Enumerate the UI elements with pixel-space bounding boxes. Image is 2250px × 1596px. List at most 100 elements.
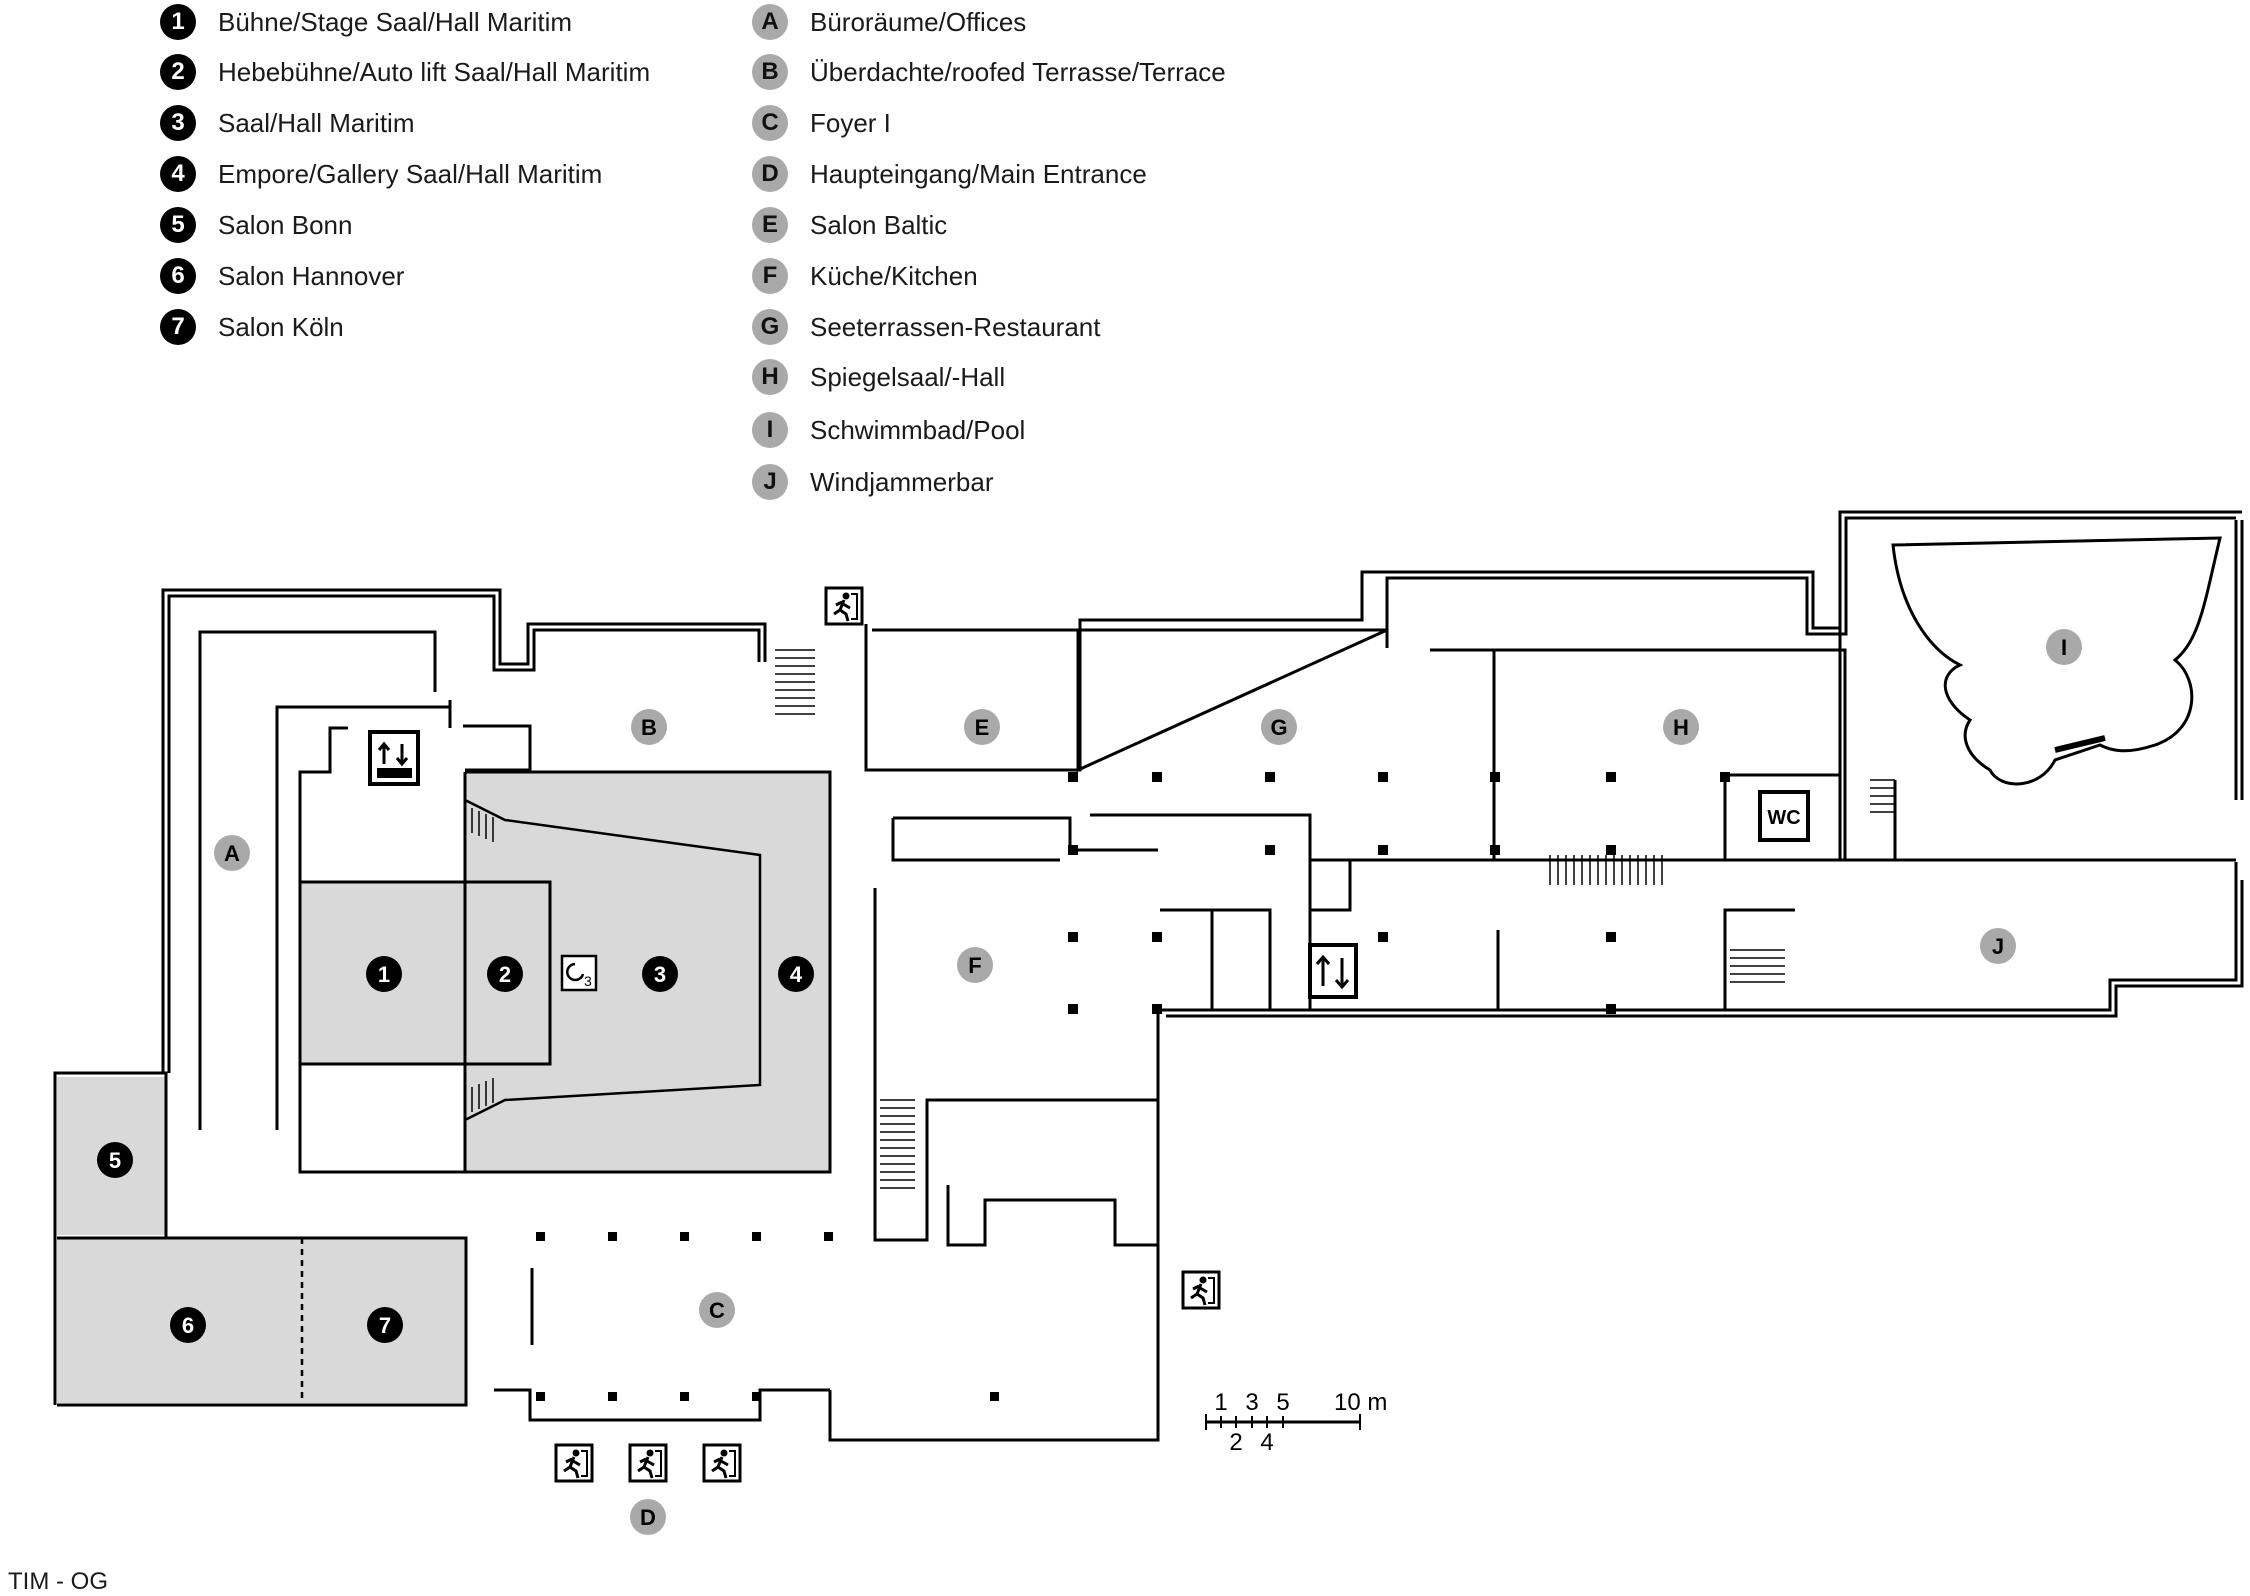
- legend-badge-g: G: [752, 309, 788, 345]
- kitchen-outline: [873, 888, 1158, 1242]
- marker-3-text: 3: [654, 962, 666, 987]
- restaurant-bottom: [1090, 813, 1312, 1010]
- legend-item-i: I Schwimmbad/Pool: [752, 410, 1025, 450]
- marker-e: E: [964, 709, 1000, 745]
- cloak-room: [1158, 908, 1272, 1012]
- scale-label-10m: 10 m: [1334, 1389, 1387, 1416]
- column: [1490, 772, 1500, 782]
- marker-b-text: B: [641, 715, 657, 740]
- column: [752, 1392, 761, 1401]
- marker-g: G: [1261, 709, 1297, 745]
- marker-e-text: E: [975, 715, 990, 740]
- legend-label-f: Küche/Kitchen: [810, 260, 978, 291]
- wc-icon: WC: [1758, 790, 1810, 842]
- walls: [53, 510, 2244, 1442]
- scale-label-1: 1: [1214, 1389, 1227, 1416]
- stage-bottom-wall: [298, 1085, 465, 1174]
- column: [1068, 845, 1078, 855]
- legend-item-3: 3 Saal/Hall Maritim: [160, 103, 415, 143]
- bar-outline: [1160, 862, 2238, 1012]
- legend-label-4: Empore/Gallery Saal/Hall Maritim: [218, 158, 603, 189]
- marker-h-text: H: [1673, 715, 1689, 740]
- elevator-icon: [368, 730, 420, 786]
- legend-item-g: G Seeterrassen-Restaurant: [752, 307, 1100, 347]
- column: [1068, 1004, 1078, 1014]
- column: [1606, 932, 1616, 942]
- column: [752, 1232, 761, 1241]
- legend-badge-j: J: [752, 464, 788, 500]
- legend-item-b: B Überdachte/roofed Terrasse/Terrace: [752, 52, 1226, 92]
- legend-item-6: 6 Salon Hannover: [160, 256, 404, 296]
- legend-item-5: 5 Salon Bonn: [160, 205, 352, 245]
- foyer-right-wall: [828, 1300, 1160, 1442]
- column: [536, 1232, 545, 1241]
- marker-j: J: [1980, 928, 2016, 964]
- outer-wall-left-block: [161, 588, 767, 1073]
- marker-c-text: C: [709, 1298, 725, 1323]
- column: [1068, 932, 1078, 942]
- legend-item-h: H Spiegelsaal/-Hall: [752, 357, 1005, 397]
- marker-3: 3: [642, 956, 678, 992]
- baltic-inner-wall: [1076, 628, 1388, 773]
- elevator-icon: [1308, 943, 1358, 999]
- legend-label-d: Haupteingang/Main Entrance: [810, 158, 1147, 189]
- stairs: [464, 649, 1895, 1189]
- legend-item-a: A Büroräume/Offices: [752, 2, 1026, 42]
- pool-ladder: [2054, 735, 2106, 753]
- stair-kitchen: [880, 1099, 915, 1189]
- legend-item-j: J Windjammerbar: [752, 462, 994, 502]
- stage-box: [301, 880, 552, 1066]
- marker-f: F: [957, 947, 993, 983]
- legend-label-e: Salon Baltic: [810, 209, 948, 240]
- wheelchair-lift-icon: 3: [560, 954, 598, 992]
- outer-wall-left-block-inner: [167, 594, 761, 1073]
- salon-bonn-wall: [53, 1071, 168, 1405]
- corridor-block: [891, 818, 1060, 862]
- legend-label-j: Windjammerbar: [810, 466, 994, 497]
- legend-badge-f: F: [752, 258, 788, 294]
- column: [608, 1392, 617, 1401]
- stair-room-j: [1723, 908, 1795, 1010]
- corridor-upper: [893, 816, 1158, 852]
- marker-7-text: 7: [379, 1313, 391, 1338]
- legend-badge-6: 6: [160, 258, 196, 294]
- legend-item-c: C Foyer I: [752, 103, 891, 143]
- marker-a-text: A: [224, 841, 240, 866]
- legend-badge-b: B: [752, 54, 788, 90]
- column: [824, 1232, 833, 1241]
- legend-badge-a: A: [752, 4, 788, 40]
- salon-row-wall: [57, 1236, 468, 1407]
- stair-pool: [1870, 779, 1895, 813]
- foyer-lower-wall: [494, 1388, 830, 1422]
- column: [1152, 1004, 1162, 1014]
- inner-corridor-wall: [275, 705, 450, 1130]
- column: [608, 1232, 617, 1241]
- marker-a: A: [214, 835, 250, 871]
- legend-badge-h: H: [752, 359, 788, 395]
- column: [1378, 772, 1388, 782]
- legend-badge-d: D: [752, 156, 788, 192]
- marker-6-text: 6: [182, 1313, 194, 1338]
- column: [1606, 845, 1616, 855]
- legend-item-2: 2 Hebebühne/Auto lift Saal/Hall Maritim: [160, 52, 650, 92]
- column: [680, 1392, 689, 1401]
- marker-4-text: 4: [790, 962, 803, 987]
- scale-label-3: 3: [1245, 1389, 1258, 1416]
- marker-g-text: G: [1270, 715, 1287, 740]
- legend-label-c: Foyer I: [810, 107, 891, 138]
- marker-h: H: [1663, 709, 1699, 745]
- column: [1265, 772, 1275, 782]
- legend-badge-e: E: [752, 207, 788, 243]
- column: [1068, 772, 1078, 782]
- top-right-outer-wall: [864, 510, 2242, 772]
- marker-5: 5: [97, 1142, 133, 1178]
- legend-item-7: 7 Salon Köln: [160, 307, 344, 347]
- column: [1378, 932, 1388, 942]
- scale-label-2: 2: [1229, 1429, 1242, 1456]
- marker-i-text: I: [2061, 635, 2067, 660]
- hall-h-top: [1430, 648, 1847, 860]
- legend-item-f: F Küche/Kitchen: [752, 256, 978, 296]
- marker-1-text: 1: [378, 962, 390, 987]
- lift-room: [1310, 858, 1400, 912]
